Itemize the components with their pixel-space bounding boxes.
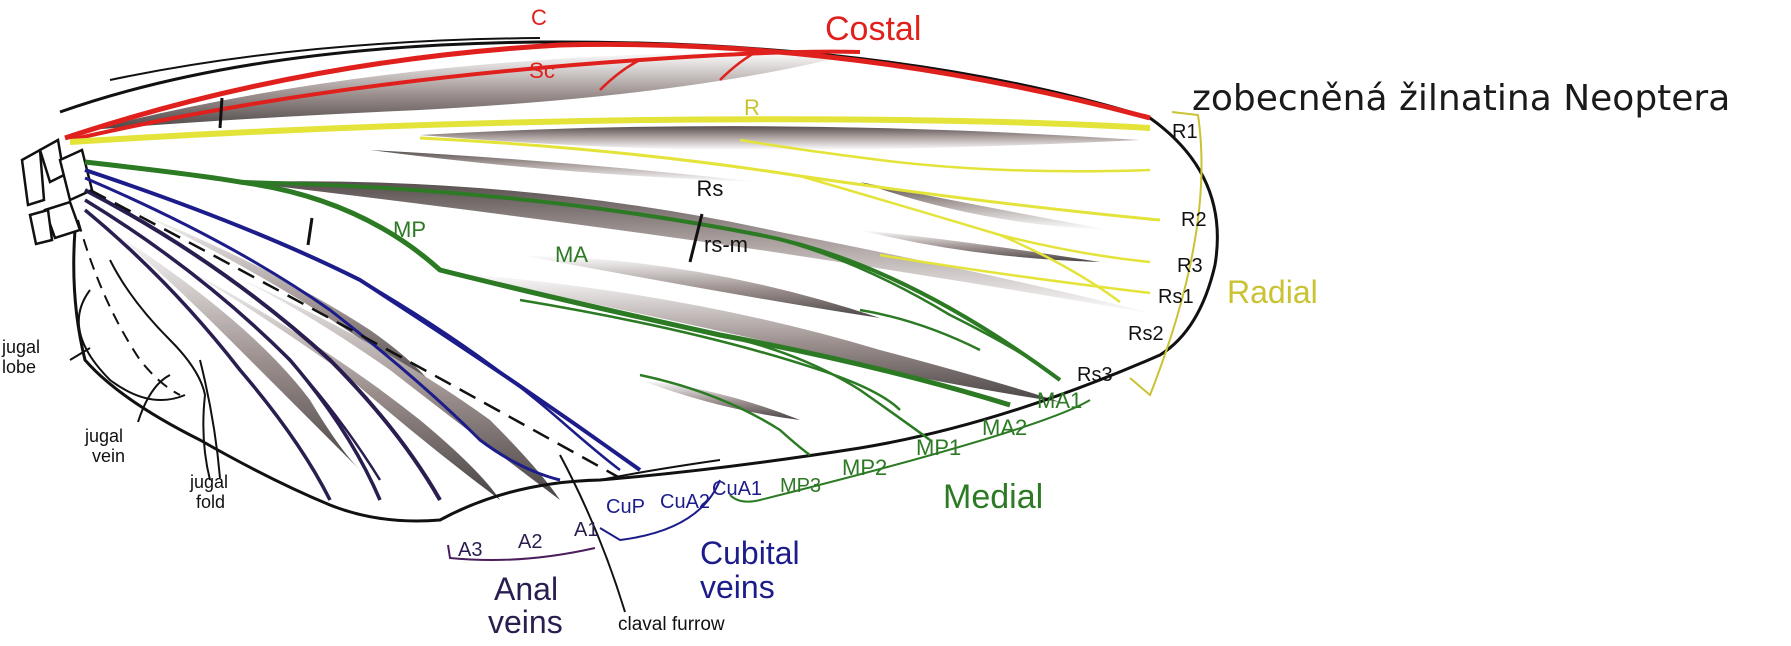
leader-lines [69, 347, 626, 613]
label-medial: Medial [943, 478, 1043, 516]
label-radial: Radial [1227, 274, 1318, 310]
label-r3: R3 [1177, 255, 1203, 277]
label-jugal-fold-1: jugal [189, 472, 228, 492]
label-r: R [744, 95, 760, 120]
label-a1: A1 [574, 519, 598, 541]
label-ma: MA [555, 242, 588, 267]
cross-veins [89, 97, 704, 480]
label-ma2: MA2 [982, 415, 1027, 440]
brackets [447, 111, 1203, 562]
label-rs: Rs [697, 176, 724, 201]
label-anal-1: Anal [494, 571, 558, 607]
label-sc: Sc [529, 58, 555, 83]
label-rs-m: rs-m [704, 232, 748, 257]
label-mp1: MP1 [916, 435, 961, 460]
label-claval-furrow: claval furrow [618, 614, 725, 635]
label-rs2: Rs2 [1128, 323, 1164, 345]
labels: C Sc Costal R Rs rs-m MP MA R1 R2 R3 Rs1… [1, 5, 1318, 640]
label-cup: CuP [606, 496, 645, 518]
radial-veins [69, 116, 1161, 304]
diagram-caption: zobecněná žilnatina Neoptera [1192, 78, 1731, 119]
medial-veins [84, 159, 1062, 457]
jugal-lines [77, 219, 211, 481]
label-r1: R1 [1172, 121, 1198, 143]
label-a2: A2 [518, 531, 542, 553]
label-mp2: MP2 [842, 455, 887, 480]
label-rs3: Rs3 [1077, 364, 1113, 386]
label-cua2: CuA2 [660, 491, 710, 513]
costal-veins [64, 41, 1151, 142]
label-rs1: Rs1 [1158, 286, 1194, 308]
label-c: C [531, 5, 547, 30]
label-jugal-fold-2: fold [196, 492, 225, 512]
label-ma1: MA1 [1037, 388, 1082, 413]
label-mp3: MP3 [780, 475, 821, 497]
label-anal-2: veins [488, 604, 563, 640]
label-cubital-2: veins [700, 569, 775, 605]
label-jugal-lobe-1: jugal [1, 337, 40, 357]
label-mp: MP [393, 217, 426, 242]
label-costal: Costal [825, 10, 921, 48]
wing-base-sclerites [20, 138, 94, 246]
label-a3: A3 [458, 539, 482, 561]
label-jugal-lobe-2: lobe [2, 357, 36, 377]
label-cubital-1: Cubital [700, 535, 800, 571]
label-jugal-vein-1: jugal [84, 426, 123, 446]
cubital-veins [84, 168, 642, 482]
label-r2: R2 [1181, 209, 1207, 231]
label-jugal-vein-2: vein [92, 446, 125, 466]
label-cua1: CuA1 [712, 478, 762, 500]
anal-veins [83, 188, 442, 501]
